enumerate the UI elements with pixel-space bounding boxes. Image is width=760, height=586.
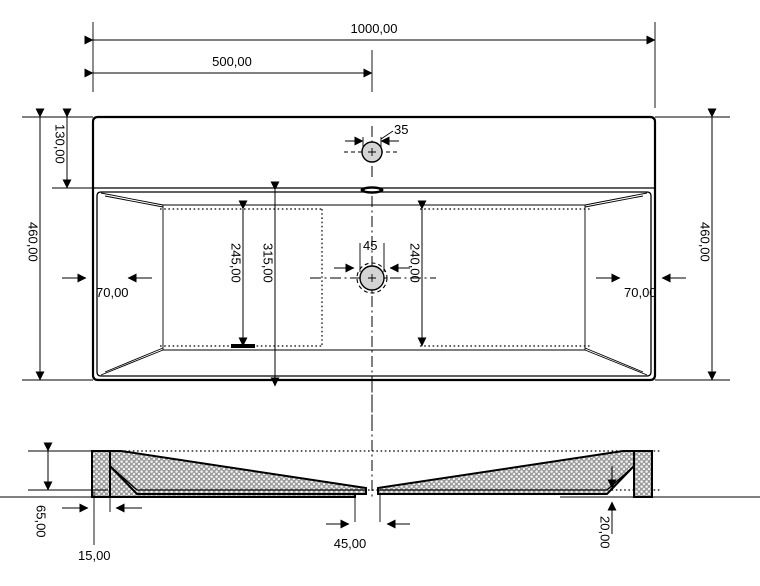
plan-view-group: 35 45 — [91, 115, 657, 420]
dim-label-70-right: 70,00 — [624, 285, 657, 300]
dim-label-20: 20,00 — [598, 516, 613, 549]
bevel-top-left-b — [104, 195, 164, 208]
dim-label-1000: 1000,00 — [351, 21, 398, 36]
drain-hole-group: 45 — [310, 196, 436, 420]
drain-hole-center-cross — [368, 274, 376, 282]
bevel-bottom-left-b — [104, 347, 164, 373]
section-rim-right — [633, 450, 653, 498]
dim-label-g45: 45,00 — [334, 536, 367, 551]
right-dimension-group: 460,00 70,00 — [596, 108, 730, 381]
dim-label-460-left: 460,00 — [26, 222, 41, 262]
overflow-slot-inner — [364, 188, 380, 192]
left-dimension-group: 460,00 130,00 70,00 — [22, 108, 152, 381]
top-dimension-chain: 1000,00 500,00 — [84, 21, 656, 108]
dim-label-35: 35 — [394, 122, 408, 137]
basin-outer-outline — [91, 115, 657, 382]
dim-245-base-tick — [231, 344, 255, 348]
dim-label-70-left: 70,00 — [96, 285, 129, 300]
bevel-bottom-right — [584, 349, 648, 376]
inner-dimension-group: 245,00 315,00 240,00 — [229, 181, 427, 387]
section-slope-left — [109, 450, 367, 495]
dim-label-240: 240,00 — [408, 243, 423, 283]
section-inner-edge-right — [378, 451, 635, 491]
drain-outer-dashed-circle — [356, 262, 388, 294]
bevel-bottom-right-b — [584, 347, 644, 373]
bowl-opening-outline — [96, 191, 652, 377]
bevel-top-right — [584, 192, 648, 206]
bevel-top-right-b — [584, 195, 644, 208]
bevel-bottom-left — [100, 349, 164, 376]
dim-label-45: 45 — [363, 238, 377, 253]
dim-label-315: 315,00 — [261, 243, 276, 283]
dim-label-500: 500,00 — [212, 54, 252, 69]
dim-label-15: 15,00 — [78, 548, 111, 563]
dim-label-130: 130,00 — [53, 124, 68, 164]
bevel-top-left — [100, 192, 164, 206]
dim-label-460-right: 460,00 — [698, 222, 713, 262]
tap-hole-group: 35 — [344, 122, 408, 180]
section-dimension-group: 65,00 15,00 45,00 20,00 — [28, 442, 640, 563]
dim-label-245: 245,00 — [229, 243, 244, 283]
section-inner-edge-left — [109, 451, 366, 491]
leader-35 — [380, 130, 394, 140]
section-slope-right — [377, 450, 635, 495]
section-view-group — [0, 380, 760, 500]
tap-hole-center-cross — [368, 148, 376, 156]
dim-label-65: 65,00 — [34, 505, 49, 538]
